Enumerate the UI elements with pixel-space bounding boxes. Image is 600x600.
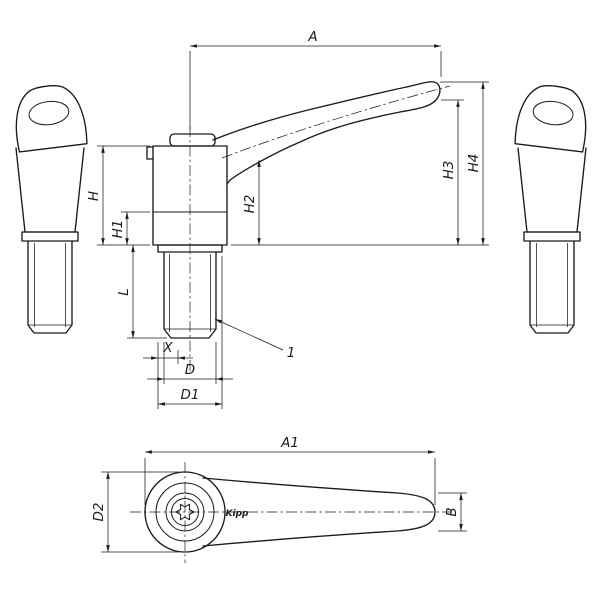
dim-label-H: H [86, 191, 102, 201]
dim-H4: H4 [231, 81, 489, 246]
centerline-arm [221, 85, 451, 159]
end-view-left [10, 81, 89, 334]
dim-label-L: L [116, 288, 132, 296]
dim-label-H2: H2 [242, 195, 258, 214]
dim-label-H4: H4 [466, 154, 482, 173]
head-tab [146, 146, 154, 160]
dim-B: B [438, 492, 467, 532]
top-view-handle-outline [202, 477, 436, 547]
callout-1: 1 [214, 318, 296, 361]
dim-X: X [143, 340, 193, 364]
dim-L: L [116, 245, 167, 339]
torx-recess-icon [175, 503, 195, 521]
dim-H2: H2 [242, 160, 261, 245]
dim-label-D: D [185, 362, 195, 378]
dim-label-H3: H3 [441, 161, 457, 180]
side-view [146, 81, 451, 372]
dim-D2: D2 [91, 471, 179, 553]
callout-label-1: 1 [287, 345, 296, 361]
top-view-boss-circle [155, 482, 215, 542]
dim-label-H1: H1 [110, 220, 126, 239]
top-view-screw-head [171, 498, 199, 526]
top-view-head-circle [144, 471, 226, 553]
dim-label-A1: A1 [280, 435, 299, 451]
dim-label-B: B [444, 507, 460, 516]
dim-A1: A1 [144, 435, 436, 505]
head-cap [169, 133, 216, 147]
dim-D1: D1 [157, 256, 223, 409]
thread-lines [164, 254, 216, 332]
dim-label-X: X [162, 340, 173, 356]
top-view: Kipp [130, 462, 452, 563]
top-view-screw-flange [165, 492, 205, 532]
lever-arm-outline [212, 81, 441, 185]
dim-H1: H1 [110, 211, 150, 245]
dim-H: H [86, 145, 150, 246]
brand-logo: Kipp [226, 509, 250, 519]
dim-D: D [147, 342, 233, 384]
dim-label-A: A [307, 29, 317, 45]
threaded-stud [163, 251, 217, 339]
dim-A: A [189, 29, 442, 130]
washer [157, 244, 223, 253]
dim-label-D2: D2 [91, 503, 107, 522]
top-view-centerlines [130, 462, 452, 563]
end-view-right [513, 81, 592, 334]
dim-H3: H3 [441, 99, 464, 245]
dim-label-D1: D1 [181, 387, 200, 403]
